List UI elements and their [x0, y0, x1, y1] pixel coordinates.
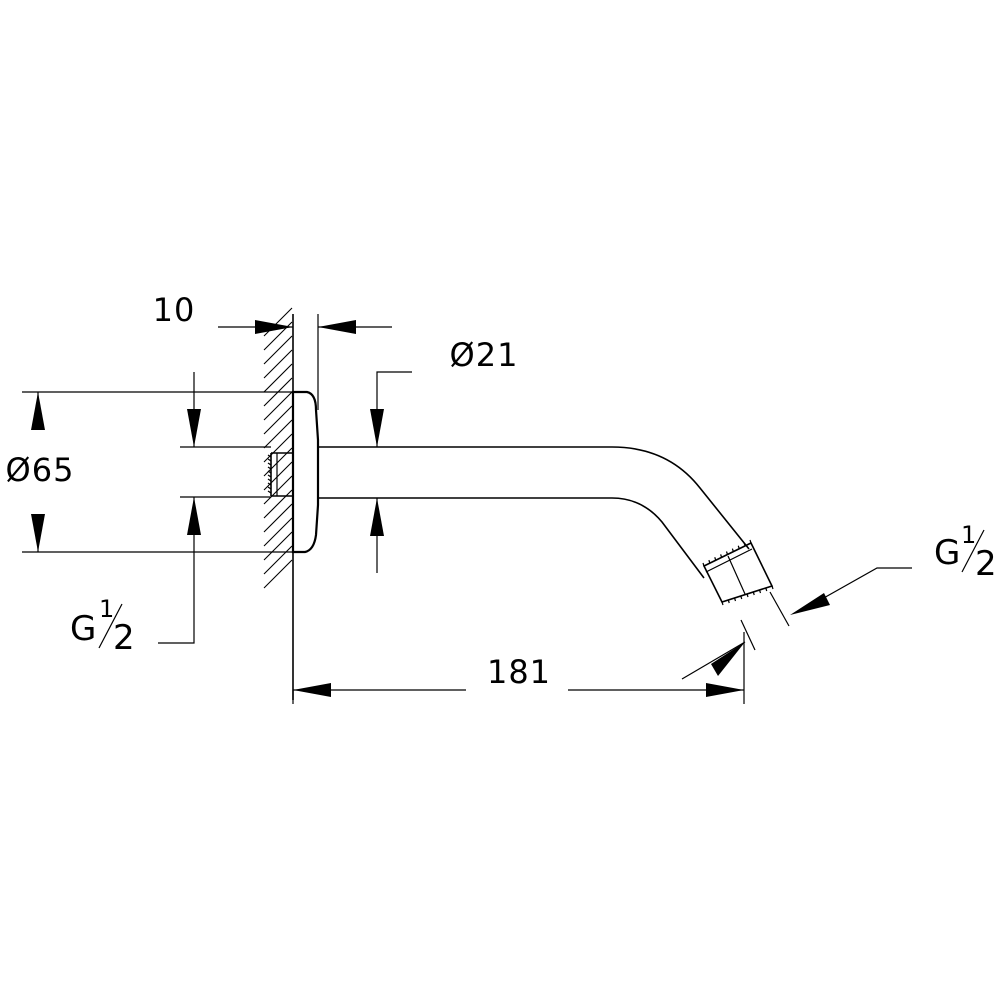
dimension-flange-thickness: 10 [153, 291, 392, 410]
inlet-thread-letter: G [70, 609, 96, 649]
dimension-label-thickness: 10 [153, 291, 196, 329]
hatch-line [263, 489, 293, 519]
hatch-line [263, 461, 293, 491]
thread-tooth [725, 551, 729, 555]
hatch-line [263, 363, 293, 393]
dimension-label-flange-diameter: Ø65 [6, 451, 75, 489]
thread-tooth [267, 478, 272, 482]
thread-tooth [267, 470, 272, 474]
thread-tooth [771, 585, 774, 590]
dimension-flange-diameter: Ø65 [6, 391, 293, 553]
outlet-thread-denominator: 2 [975, 544, 997, 584]
outlet-thread-letter: G [934, 533, 960, 573]
thread-tooth [702, 562, 705, 567]
thread-tooth [267, 466, 272, 470]
hatch-line [263, 475, 293, 505]
thread-tooth [267, 482, 272, 486]
wall-hatching [263, 307, 293, 589]
thread-tooth [267, 458, 272, 462]
thread-tooth [727, 599, 730, 604]
callout-outlet-thread: G 1 2 [769, 521, 997, 627]
outlet-thread-end [702, 539, 774, 606]
hatch-line [263, 559, 293, 589]
thread-tooth [746, 593, 749, 598]
thread-tooth [758, 589, 762, 594]
callout-inlet-thread: G 1 2 [70, 372, 271, 658]
hatch-line [263, 545, 293, 575]
thread-tooth [720, 554, 723, 558]
thread-tooth [752, 591, 755, 596]
thread-tooth [267, 462, 272, 466]
thread-tooth [737, 545, 740, 549]
wall [263, 307, 294, 700]
thread-tooth [714, 557, 717, 561]
hatch-line [263, 433, 293, 463]
hatch-line [263, 503, 293, 533]
dimension-label-arm-length: 181 [487, 653, 551, 691]
thread-tooth [731, 548, 734, 552]
thread-tooth [740, 595, 743, 600]
hatch-line [263, 531, 293, 561]
thread-tooth [721, 601, 724, 606]
thread-tooth [267, 454, 272, 458]
dimension-pipe-diameter: Ø21 [370, 336, 519, 573]
thread-tooth [708, 559, 711, 564]
thread-tooth [267, 486, 272, 490]
inlet-thread-numerator: 1 [99, 595, 114, 623]
hatch-line [263, 419, 293, 449]
hatch-line [263, 391, 293, 421]
inlet-thread-stub [267, 452, 293, 497]
hatch-line [263, 517, 293, 547]
dimension-label-pipe-diameter: Ø21 [450, 336, 519, 374]
hatch-line [263, 349, 293, 379]
dimension-arm-length: 181 [292, 619, 756, 704]
outlet-thread-numerator: 1 [961, 521, 976, 549]
thread-tooth [743, 542, 746, 547]
outlet-thread-teeth [702, 539, 774, 606]
hatch-line [263, 405, 293, 435]
inlet-thread-denominator: 2 [113, 618, 135, 658]
thread-tooth [765, 587, 768, 592]
shower-arm-pipe [318, 446, 750, 579]
thread-tooth [733, 597, 737, 602]
hatch-line [263, 307, 293, 337]
inlet-thread-teeth [267, 454, 272, 494]
thread-tooth [267, 490, 272, 494]
flange [291, 390, 320, 554]
thread-tooth [267, 474, 272, 478]
hatch-line [263, 335, 293, 365]
thread-tooth [749, 539, 752, 544]
